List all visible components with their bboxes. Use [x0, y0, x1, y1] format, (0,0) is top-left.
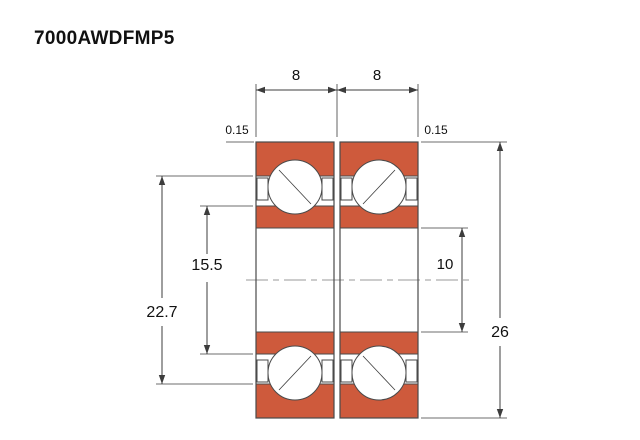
part-number-title: 7000AWDFMP5: [34, 28, 175, 49]
dim-label-land-diameter: 22.7: [146, 304, 177, 321]
dim-label-bore-diameter: 10: [437, 256, 454, 273]
dim-label-width-left: 8: [292, 67, 300, 84]
dim-label-width-right: 8: [373, 67, 381, 84]
bearing-balls: [267, 159, 407, 401]
bearing-right-section: [339, 141, 419, 419]
bearing-left-section: [255, 141, 335, 419]
dimension-extension-lines: [156, 84, 507, 419]
dim-label-shoulder-diameter: 15.5: [191, 257, 222, 274]
dim-label-offset-left: 0.15: [225, 123, 249, 137]
dim-label-offset-right: 0.15: [424, 123, 448, 137]
dimension-lines: [158, 86, 504, 418]
dim-label-outer-diameter: 26: [491, 324, 509, 341]
dimension-labels: 8 8 0.15 0.15 15.5 22.7 10 26: [146, 67, 509, 341]
